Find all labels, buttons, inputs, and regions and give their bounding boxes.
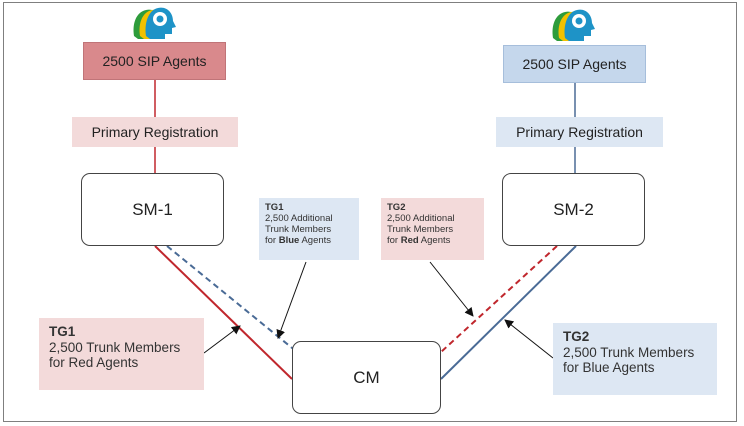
tg1-additional-line2: Trunk Members [265,223,332,235]
agent-head-icon [552,9,595,42]
tg1-additional-line3-bold: Blue [278,234,300,246]
primary-registration-blue-label: Primary Registration [516,124,643,140]
tg2-trunk-note: TG2 2,500 Trunk Members for Blue Agents [553,323,717,395]
tg2-trunk-line2: for Blue Agents [563,360,655,376]
tg2-trunk-title: TG2 [563,329,590,344]
tg2-additional-line1: 2,500 Additional [387,212,455,224]
tg1-additional-note: TG1 2,500 Additional Trunk Members for B… [259,198,359,260]
agent-head-icon [133,7,176,40]
arrow-tg2-large [504,319,554,359]
trunk-tg1-blue-dashed [166,245,298,353]
arrow-tg2-small [429,261,474,317]
tg1-additional-line1: 2,500 Additional [265,212,333,224]
tg1-trunk-line1: 2,500 Trunk Members [49,339,181,355]
trunk-tg2-red-dashed [440,245,558,353]
sm1-label: SM-1 [132,199,173,219]
tg2-additional-title: TG2 [387,202,406,213]
arrow-tg1-large [203,325,241,354]
tg2-additional-line3-bold: Red [400,234,419,246]
tg2-additional-line2: Trunk Members [387,223,454,235]
tg1-trunk-title: TG1 [49,324,76,339]
sip-agents-red-label: 2500 SIP Agents [102,53,207,69]
tg2-additional-note: TG2 2,500 Additional Trunk Members for R… [381,198,484,260]
tg1-additional-line3-pre: for [265,234,279,246]
primary-registration-red-label: Primary Registration [91,124,219,140]
tg1-additional-line3-post: Agents [299,234,332,246]
sip-agents-blue-box: 2500 SIP Agents [503,45,646,83]
trunk-tg2-blue-solid [440,245,577,380]
trunk-tg1-red-solid [154,245,293,380]
cm-node: CM [292,341,441,414]
cm-label: CM [353,367,380,387]
tg2-additional-line3-post: Agents [418,234,451,246]
tg2-additional-line3-pre: for [387,234,401,246]
sm2-node: SM-2 [502,173,645,246]
tg1-trunk-note: TG1 2,500 Trunk Members for Red Agents [39,318,204,390]
sm1-node: SM-1 [81,173,224,246]
tg2-trunk-line1: 2,500 Trunk Members [563,344,695,360]
tg2-additional-line3: for Red Agents [387,234,478,247]
tg1-additional-title: TG1 [265,202,284,213]
tg1-additional-line3: for Blue Agents [265,234,353,247]
sm2-label: SM-2 [553,199,594,219]
primary-registration-blue-box: Primary Registration [496,117,663,147]
sip-agents-blue-label: 2500 SIP Agents [522,56,627,72]
tg1-trunk-line2: for Red Agents [49,355,139,371]
arrow-tg1-small [276,261,307,339]
sip-agents-red-box: 2500 SIP Agents [83,42,226,80]
primary-registration-red-box: Primary Registration [72,117,238,147]
